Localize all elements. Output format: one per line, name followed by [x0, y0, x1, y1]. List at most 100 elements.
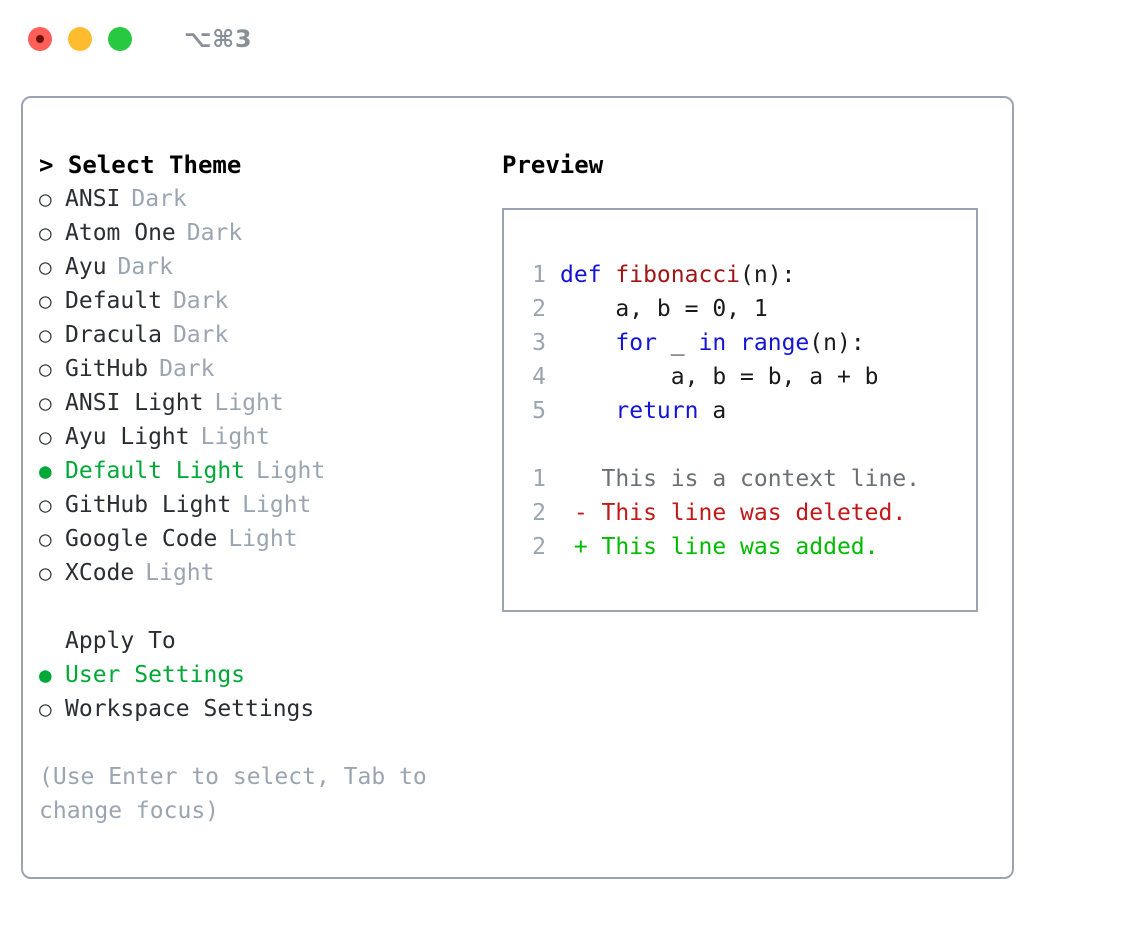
code-token: range [740, 330, 810, 356]
theme-option-tag: Light [256, 458, 326, 484]
diff-line: 2 - This line was deleted. [504, 496, 976, 530]
theme-option-tag: Light [228, 526, 298, 552]
traffic-light-group [28, 27, 132, 51]
apply-to-option-name: Workspace Settings [65, 696, 315, 722]
apply-to-label: ○ Apply To [39, 624, 488, 658]
theme-option-name: Ayu Light [65, 424, 190, 450]
theme-option-name: ANSI Light [65, 390, 204, 416]
diff-line-text: - This line was deleted. [560, 500, 907, 526]
theme-option-name: ANSI [65, 186, 121, 212]
code-token: in [698, 330, 727, 356]
diff-line-number: 2 [532, 500, 546, 526]
theme-option-name: GitHub Light [65, 492, 232, 518]
theme-option-name: Default Light [65, 458, 246, 484]
code-token: _ [656, 330, 699, 356]
theme-option-name: XCode [65, 560, 135, 586]
code-token: return [615, 398, 699, 424]
theme-option-tag: Light [242, 492, 312, 518]
code-line-number: 4 [532, 364, 546, 390]
diff-sample: 1 This is a context line. 2 - This line w… [504, 462, 976, 564]
apply-to-label-text: Apply To [65, 628, 176, 654]
diff-line-number: 2 [532, 534, 546, 560]
radio-unselected-icon: ○ [39, 391, 52, 415]
code-token: a, b = 0, 1 [560, 296, 768, 322]
radio-selected-icon: ● [39, 663, 52, 687]
apply-to-option-workspace-settings[interactable]: ○Workspace Settings [39, 692, 488, 726]
code-token: def [560, 262, 616, 288]
theme-option-ayu-light[interactable]: ○ Ayu Light Light [39, 420, 488, 454]
code-line-text: def fibonacci(n): [560, 258, 795, 292]
theme-option-atom-one[interactable]: ○ Atom One Dark [39, 216, 488, 250]
apply-to-option-user-settings[interactable]: ● User Settings [39, 658, 488, 692]
code-diff-spacer [504, 428, 976, 462]
close-button[interactable] [28, 27, 52, 51]
theme-option-default-light[interactable]: ● Default Light Light [39, 454, 488, 488]
theme-option-default[interactable]: ○ Default Dark [39, 284, 488, 318]
theme-option-tag: Dark [186, 220, 243, 246]
theme-option-github[interactable]: ○ GitHub Dark [39, 352, 488, 386]
code-line-number: 5 [532, 398, 546, 424]
code-token: (n): [740, 262, 796, 288]
theme-option-name: Ayu [65, 254, 107, 280]
theme-option-tag: Dark [172, 322, 229, 348]
theme-option-ayu[interactable]: ○ Ayu Dark [39, 250, 488, 284]
theme-option-dracula[interactable]: ○ Dracula Dark [39, 318, 488, 352]
theme-option-tag: Light [214, 390, 284, 416]
radio-selected-icon: ● [39, 459, 52, 483]
diff-line-number: 1 [532, 466, 546, 492]
theme-option-name: GitHub [65, 356, 149, 382]
maximize-button[interactable] [108, 27, 132, 51]
code-line-text: for _ in range(n): [560, 326, 864, 360]
theme-option-tag: Light [200, 424, 270, 450]
list-spacer [39, 590, 488, 624]
theme-option-tag: Dark [117, 254, 173, 280]
theme-option-github-light[interactable]: ○ GitHub Light Light [39, 488, 488, 522]
radio-unselected-icon: ○ [39, 221, 52, 245]
theme-option-name: Google Code [65, 526, 218, 552]
title-bar: ⌥⌘3 [0, 0, 1140, 78]
radio-unselected-icon: ○ [39, 323, 52, 347]
radio-unselected-icon: ○ [39, 255, 52, 279]
code-line-number: 2 [532, 296, 546, 322]
radio-unselected-icon: ○ [39, 289, 52, 313]
theme-option-tag: Dark [131, 186, 187, 212]
minimize-button[interactable] [68, 27, 92, 51]
code-token [726, 330, 740, 356]
apply-to-option-name: User Settings [65, 662, 246, 688]
theme-option-name: Atom One [65, 220, 176, 246]
radio-unselected-icon: ○ [39, 527, 52, 551]
code-token: a [698, 398, 727, 424]
theme-option-ansi-light[interactable]: ○ ANSI Light Light [39, 386, 488, 420]
code-line-text: return a [560, 394, 726, 428]
apply-to-bullet-placeholder: ○ [39, 624, 65, 658]
select-theme-header: > Select Theme [39, 151, 242, 179]
keyboard-hint: (Use Enter to select, Tab to change focu… [39, 764, 427, 824]
radio-unselected-icon: ○ [39, 493, 52, 517]
code-token [560, 330, 615, 356]
theme-option-name: Dracula [65, 322, 162, 348]
theme-option-tag: Light [145, 560, 215, 586]
radio-unselected-icon: ○ [39, 187, 52, 211]
theme-option-tag: Dark [172, 288, 229, 314]
code-line: 5 return a [504, 394, 976, 428]
theme-option-google-code[interactable]: ○ Google Code Light [39, 522, 488, 556]
code-line-number: 3 [532, 330, 546, 356]
radio-unselected-icon: ○ [39, 357, 52, 381]
radio-unselected-icon: ○ [39, 425, 52, 449]
apply-to-option-list[interactable]: ● User Settings ○Workspace Settings [39, 658, 488, 726]
theme-option-ansi[interactable]: ○ ANSI Dark [39, 182, 488, 216]
theme-option-tag: Dark [159, 356, 215, 382]
diff-line-text: This is a context line. [560, 466, 921, 492]
diff-line: 2 + This line was added. [504, 530, 976, 564]
theme-option-name: Default [65, 288, 162, 314]
code-line-text: a, b = b, a + b [560, 360, 879, 394]
